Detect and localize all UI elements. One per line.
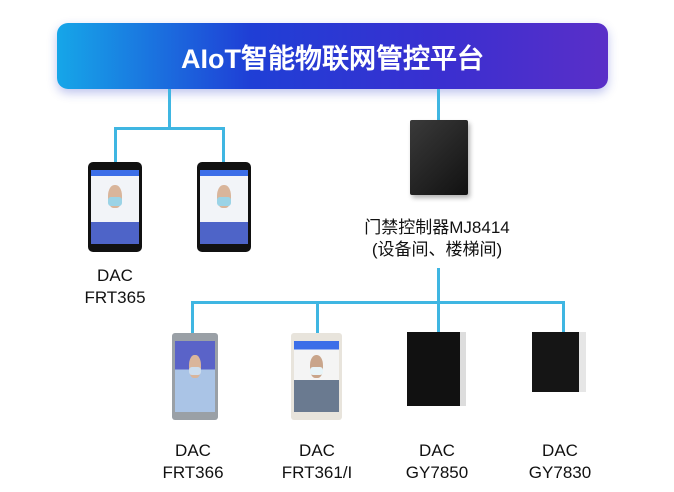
frt366-device-image: [172, 333, 218, 420]
connector-line: [437, 268, 440, 304]
platform-title: AIoT智能物联网管控平台: [181, 43, 484, 74]
connector-line: [437, 301, 440, 333]
connector-line: [562, 301, 565, 333]
frt365-device-image: [197, 162, 251, 252]
connector-line: [168, 89, 171, 130]
connector-line: [191, 301, 565, 304]
connector-line: [191, 301, 194, 334]
connector-line: [222, 127, 225, 163]
connector-line: [114, 127, 117, 163]
controller-device-image: [410, 120, 468, 195]
frt365-device-image: [88, 162, 142, 252]
connector-line: [437, 89, 440, 121]
connector-line: [114, 127, 225, 130]
controller-label: 门禁控制器MJ8414(设备间、楼梯间): [364, 218, 510, 259]
platform-banner: AIoT智能物联网管控平台: [57, 23, 608, 89]
gy7850-keypad-image: [407, 332, 466, 406]
frt361-device-image: [291, 333, 342, 420]
gy7830-reader-image: [532, 332, 586, 392]
connector-line: [316, 301, 319, 334]
